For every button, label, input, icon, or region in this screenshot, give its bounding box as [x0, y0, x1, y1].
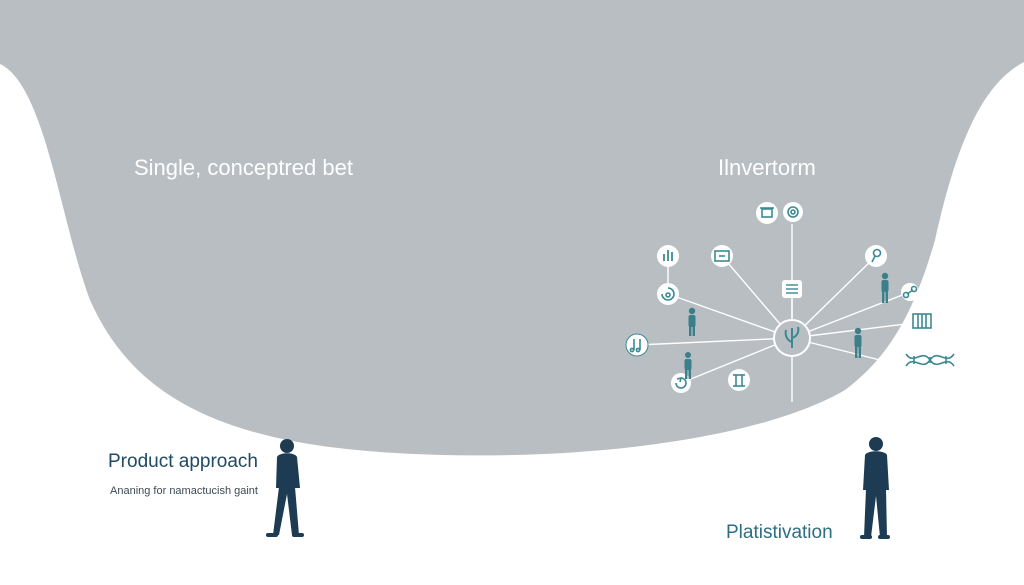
background-shape — [0, 0, 1024, 456]
businessman-silhouette-right — [860, 437, 890, 539]
bar-chart-icon — [663, 250, 673, 261]
refresh-arrow-icon — [675, 376, 687, 389]
pillar-icon — [733, 374, 745, 387]
person-figure — [881, 272, 889, 303]
left-title: Single, conceptred bet — [134, 155, 353, 180]
hub-node — [773, 319, 811, 357]
node-pin — [865, 245, 887, 267]
node-link — [901, 283, 919, 301]
building-icon — [912, 313, 932, 329]
plant-icon — [784, 326, 800, 348]
right-title: Ilnvertorm — [718, 155, 816, 180]
node-bars — [657, 245, 679, 267]
node-refresh-arrow — [671, 373, 691, 393]
node-spiral — [783, 202, 803, 222]
link-icon — [902, 285, 918, 299]
product-approach-sublabel: Ananing for namactucish gaint — [110, 485, 258, 497]
product-approach-label: Product approach — [108, 451, 258, 472]
cup-icon — [760, 207, 774, 218]
node-pillar — [728, 369, 750, 391]
person-figure — [854, 327, 862, 358]
node-folder — [711, 245, 733, 267]
businessman-silhouette-left — [266, 439, 304, 537]
refresh-icon — [661, 287, 675, 301]
card-icon — [786, 284, 798, 294]
music-icon — [629, 339, 641, 353]
node-cup — [756, 202, 778, 224]
platform-label: Platistivation — [726, 522, 833, 543]
pin-icon — [871, 248, 882, 263]
person-figure — [684, 352, 692, 379]
spiral-icon — [787, 206, 799, 218]
node-building — [912, 313, 932, 329]
node-music — [625, 333, 649, 357]
folder-icon — [714, 250, 730, 262]
node-refresh — [657, 283, 679, 305]
dna-icon — [905, 353, 955, 367]
node-card — [782, 280, 802, 298]
person-figure — [688, 307, 696, 336]
